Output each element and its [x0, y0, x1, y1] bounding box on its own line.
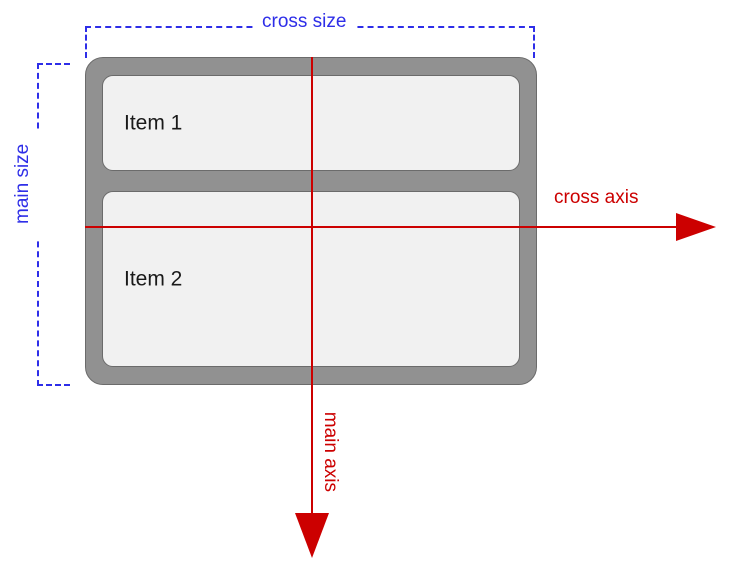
flex-item-1-label: Item 1	[124, 111, 183, 135]
cross-axis-label: cross axis	[554, 187, 639, 208]
flex-container[interactable]: Item 1 Item 2	[85, 57, 537, 385]
main-axis-arrowhead	[295, 513, 329, 558]
flex-item-1[interactable]: Item 1	[102, 75, 520, 171]
main-axis-label: main axis	[319, 411, 341, 492]
cross-axis-arrowhead	[676, 213, 716, 241]
main-size-label: main size	[7, 128, 39, 239]
flex-item-2-label: Item 2	[124, 267, 183, 291]
main-size-bracket	[37, 63, 70, 386]
flex-container-inner: Item 1 Item 2	[102, 75, 520, 367]
cross-size-label: cross size	[253, 10, 356, 34]
flex-item-2[interactable]: Item 2	[102, 191, 520, 367]
